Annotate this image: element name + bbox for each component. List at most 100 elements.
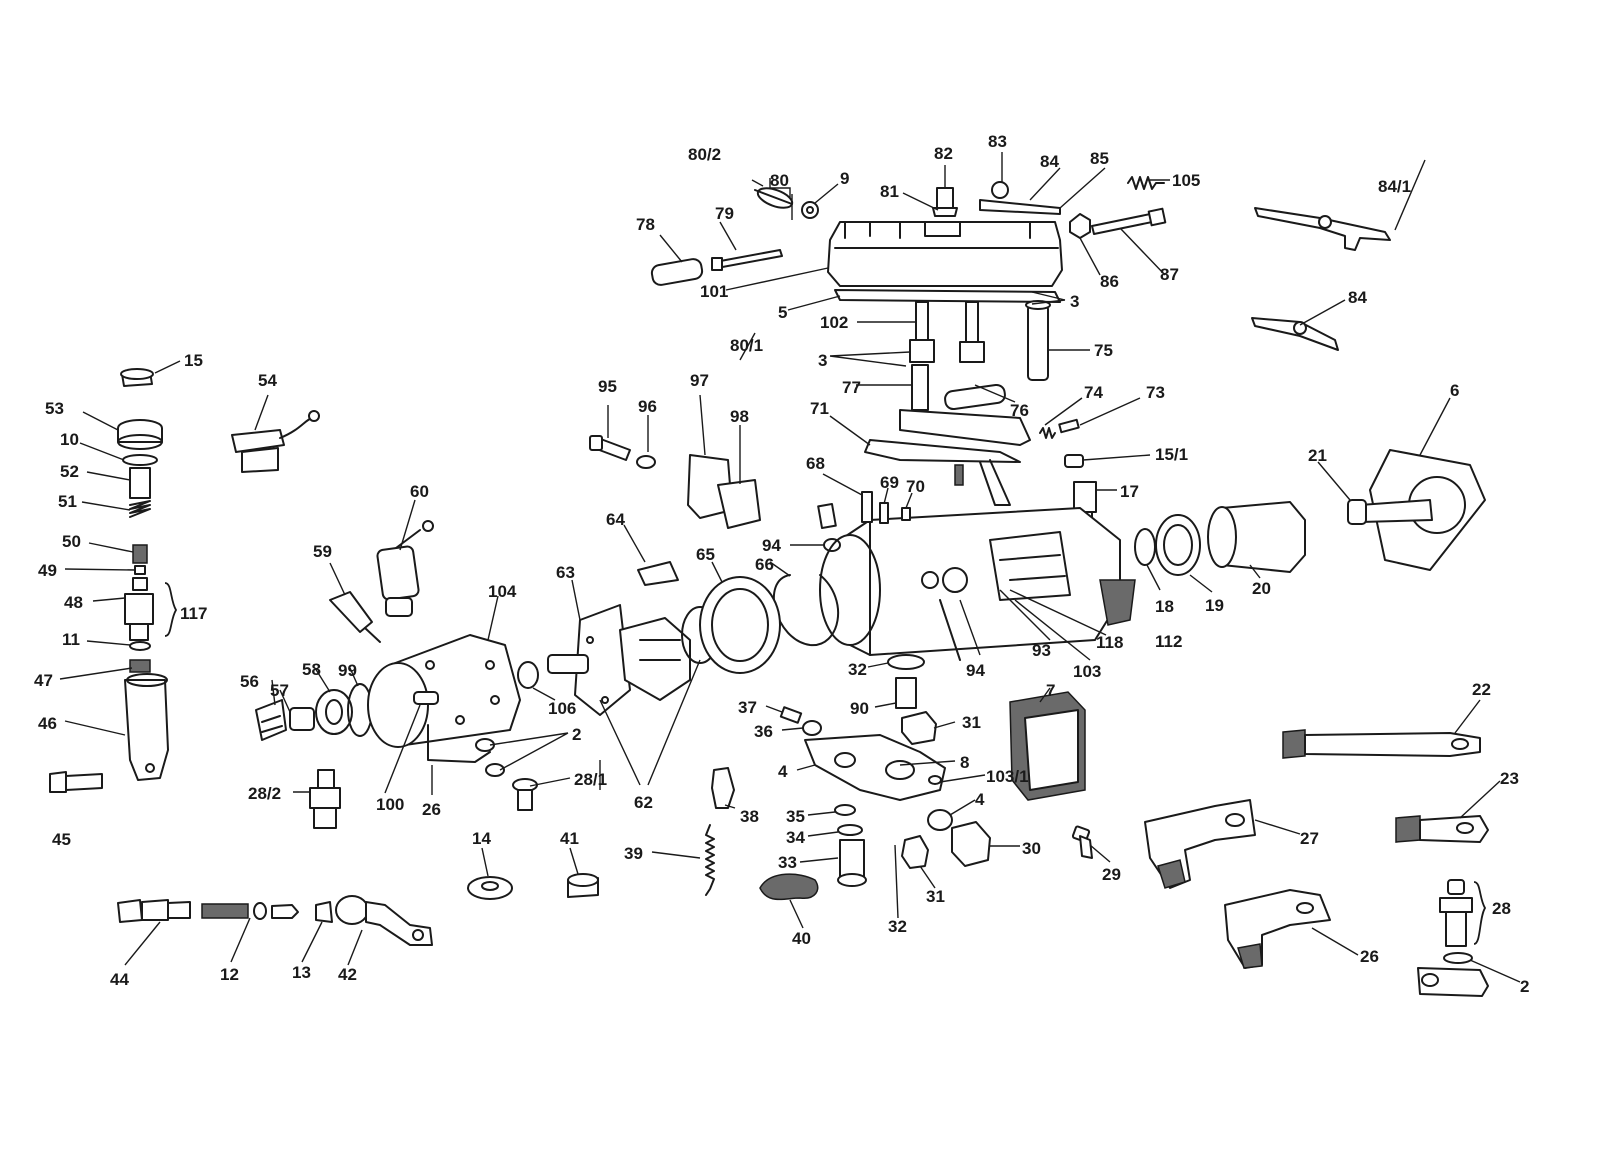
washer-2-right xyxy=(1443,952,1473,964)
holder-52 xyxy=(129,467,151,499)
washer-12b xyxy=(253,902,267,920)
screw-29 xyxy=(1071,825,1093,859)
callout-52: 52 xyxy=(60,462,79,481)
bracket-56 xyxy=(255,699,287,741)
drive-flange-6 xyxy=(1347,449,1486,571)
callout-57: 57 xyxy=(270,681,289,700)
callout-60: 60 xyxy=(410,482,429,501)
callout-87: 87 xyxy=(1160,265,1179,284)
governor-bracket-71 xyxy=(864,364,1031,506)
callout-49: 49 xyxy=(38,561,57,580)
leader-lines xyxy=(59,152,1521,983)
callout-63: 63 xyxy=(556,563,575,582)
callout-118: 118 xyxy=(1096,633,1123,652)
plug-54 xyxy=(231,410,320,473)
callout-labels: 80/2 80 9 82 83 84 85 105 84/1 78 79 81 … xyxy=(34,132,1529,996)
callout-30: 30 xyxy=(1022,839,1041,858)
callout-53: 53 xyxy=(45,399,64,418)
callout-42: 42 xyxy=(338,965,357,984)
callout-99: 99 xyxy=(338,661,357,680)
callout-15-1: 15/1 xyxy=(1155,445,1188,464)
nut-31 xyxy=(901,711,937,745)
washer-10 xyxy=(122,454,158,466)
gasket-5 xyxy=(834,289,1061,303)
nozzle-80-1 xyxy=(817,502,837,530)
callout-27: 27 xyxy=(1300,829,1319,848)
callout-9: 9 xyxy=(840,169,849,188)
callout-26-left: 26 xyxy=(422,800,441,819)
callout-79: 79 xyxy=(715,204,734,223)
sleeve-20 xyxy=(1207,501,1306,573)
screw-95 xyxy=(589,435,631,461)
callout-94-top: 94 xyxy=(762,536,781,555)
plug-38 xyxy=(711,767,735,809)
callout-48: 48 xyxy=(64,593,83,612)
callout-8: 8 xyxy=(960,753,969,772)
callout-3-top: 3 xyxy=(1070,292,1079,311)
callout-32-top: 32 xyxy=(848,660,867,679)
cap-30 xyxy=(951,821,991,867)
banjo-23 xyxy=(1395,815,1489,843)
callout-44: 44 xyxy=(110,970,129,989)
callout-104: 104 xyxy=(488,582,517,601)
cam-ring-65 xyxy=(699,576,781,674)
callout-58: 58 xyxy=(302,660,321,679)
callout-102: 102 xyxy=(820,313,848,332)
stud-69 xyxy=(879,502,889,524)
callout-73: 73 xyxy=(1146,383,1165,402)
callout-51: 51 xyxy=(58,492,77,511)
banjo-42 xyxy=(335,895,433,946)
callout-17: 17 xyxy=(1120,482,1139,501)
valve-13 xyxy=(271,904,299,919)
callout-64: 64 xyxy=(606,510,625,529)
lever-84 xyxy=(1251,317,1339,351)
pin-48 xyxy=(132,577,148,591)
bearing-58 xyxy=(315,689,353,735)
callout-81: 81 xyxy=(880,182,899,201)
callout-70: 70 xyxy=(906,477,925,496)
banjo-46 xyxy=(124,673,169,781)
callout-103: 103 xyxy=(1073,662,1101,681)
callout-83: 83 xyxy=(988,132,1007,151)
washer-36 xyxy=(802,720,822,736)
callout-80-2: 80/2 xyxy=(688,145,721,164)
callout-41: 41 xyxy=(560,829,579,848)
callout-2-mid: 2 xyxy=(572,725,581,744)
callout-5: 5 xyxy=(778,303,787,322)
callout-84-right: 84 xyxy=(1348,288,1367,307)
callout-13: 13 xyxy=(292,963,311,982)
spring-105 xyxy=(1127,176,1165,190)
callout-39: 39 xyxy=(624,844,643,863)
nut-53 xyxy=(117,419,163,450)
callout-68: 68 xyxy=(806,454,825,473)
callout-97: 97 xyxy=(690,371,709,390)
callout-84-1: 84/1 xyxy=(1378,177,1411,196)
cone-13 xyxy=(315,901,333,923)
nipple-82 xyxy=(932,187,958,217)
callout-28-2: 28/2 xyxy=(248,784,281,803)
callout-80: 80 xyxy=(770,171,789,190)
studs-102 xyxy=(909,300,1051,381)
callout-15: 15 xyxy=(184,351,203,370)
o-ring-106 xyxy=(517,661,539,689)
washer-32 xyxy=(887,654,925,670)
callout-59: 59 xyxy=(313,542,332,561)
callout-3-mid: 3 xyxy=(818,351,827,370)
callout-103-1: 103/1 xyxy=(986,767,1029,786)
bolt-28-1 xyxy=(512,778,538,811)
callout-93: 93 xyxy=(1032,641,1051,660)
washer-34 xyxy=(837,824,863,836)
valve-117 xyxy=(124,593,154,641)
callout-84: 84 xyxy=(1040,152,1059,171)
callout-66: 66 xyxy=(755,555,774,574)
callout-36: 36 xyxy=(754,722,773,741)
callout-71: 71 xyxy=(810,399,829,418)
housing-104 xyxy=(367,634,521,748)
callout-31-bottom: 31 xyxy=(926,887,945,906)
callout-100: 100 xyxy=(376,795,404,814)
bushing-41 xyxy=(567,873,599,898)
callout-2-right: 2 xyxy=(1520,977,1529,996)
plate-63 xyxy=(574,604,631,716)
callout-19: 19 xyxy=(1205,596,1224,615)
stud-68 xyxy=(861,491,873,523)
